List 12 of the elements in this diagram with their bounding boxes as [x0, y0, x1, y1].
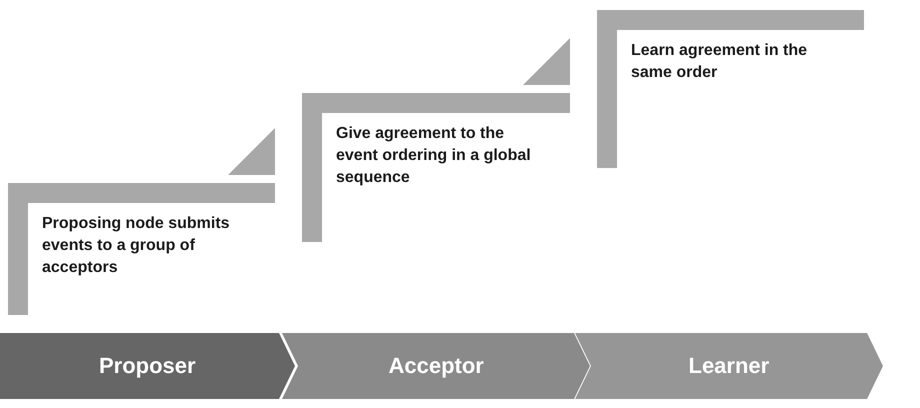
stage-label: Acceptor	[388, 352, 484, 380]
step-description: Learn agreement in the same order	[631, 41, 808, 83]
chevron-stage	[575, 333, 883, 399]
step-description: Give agreement to the event ordering in a global sequence	[336, 124, 532, 188]
stage-label: Proposer	[99, 352, 196, 380]
step-bracket	[597, 10, 864, 168]
step-bracket	[8, 128, 275, 315]
chevron-stage	[0, 333, 295, 399]
chevron-stage	[282, 333, 590, 399]
step-description: Proposing node submits events to a group of acceptors	[42, 214, 231, 278]
step-bracket	[302, 38, 570, 242]
stage-label: Learner	[688, 352, 770, 380]
